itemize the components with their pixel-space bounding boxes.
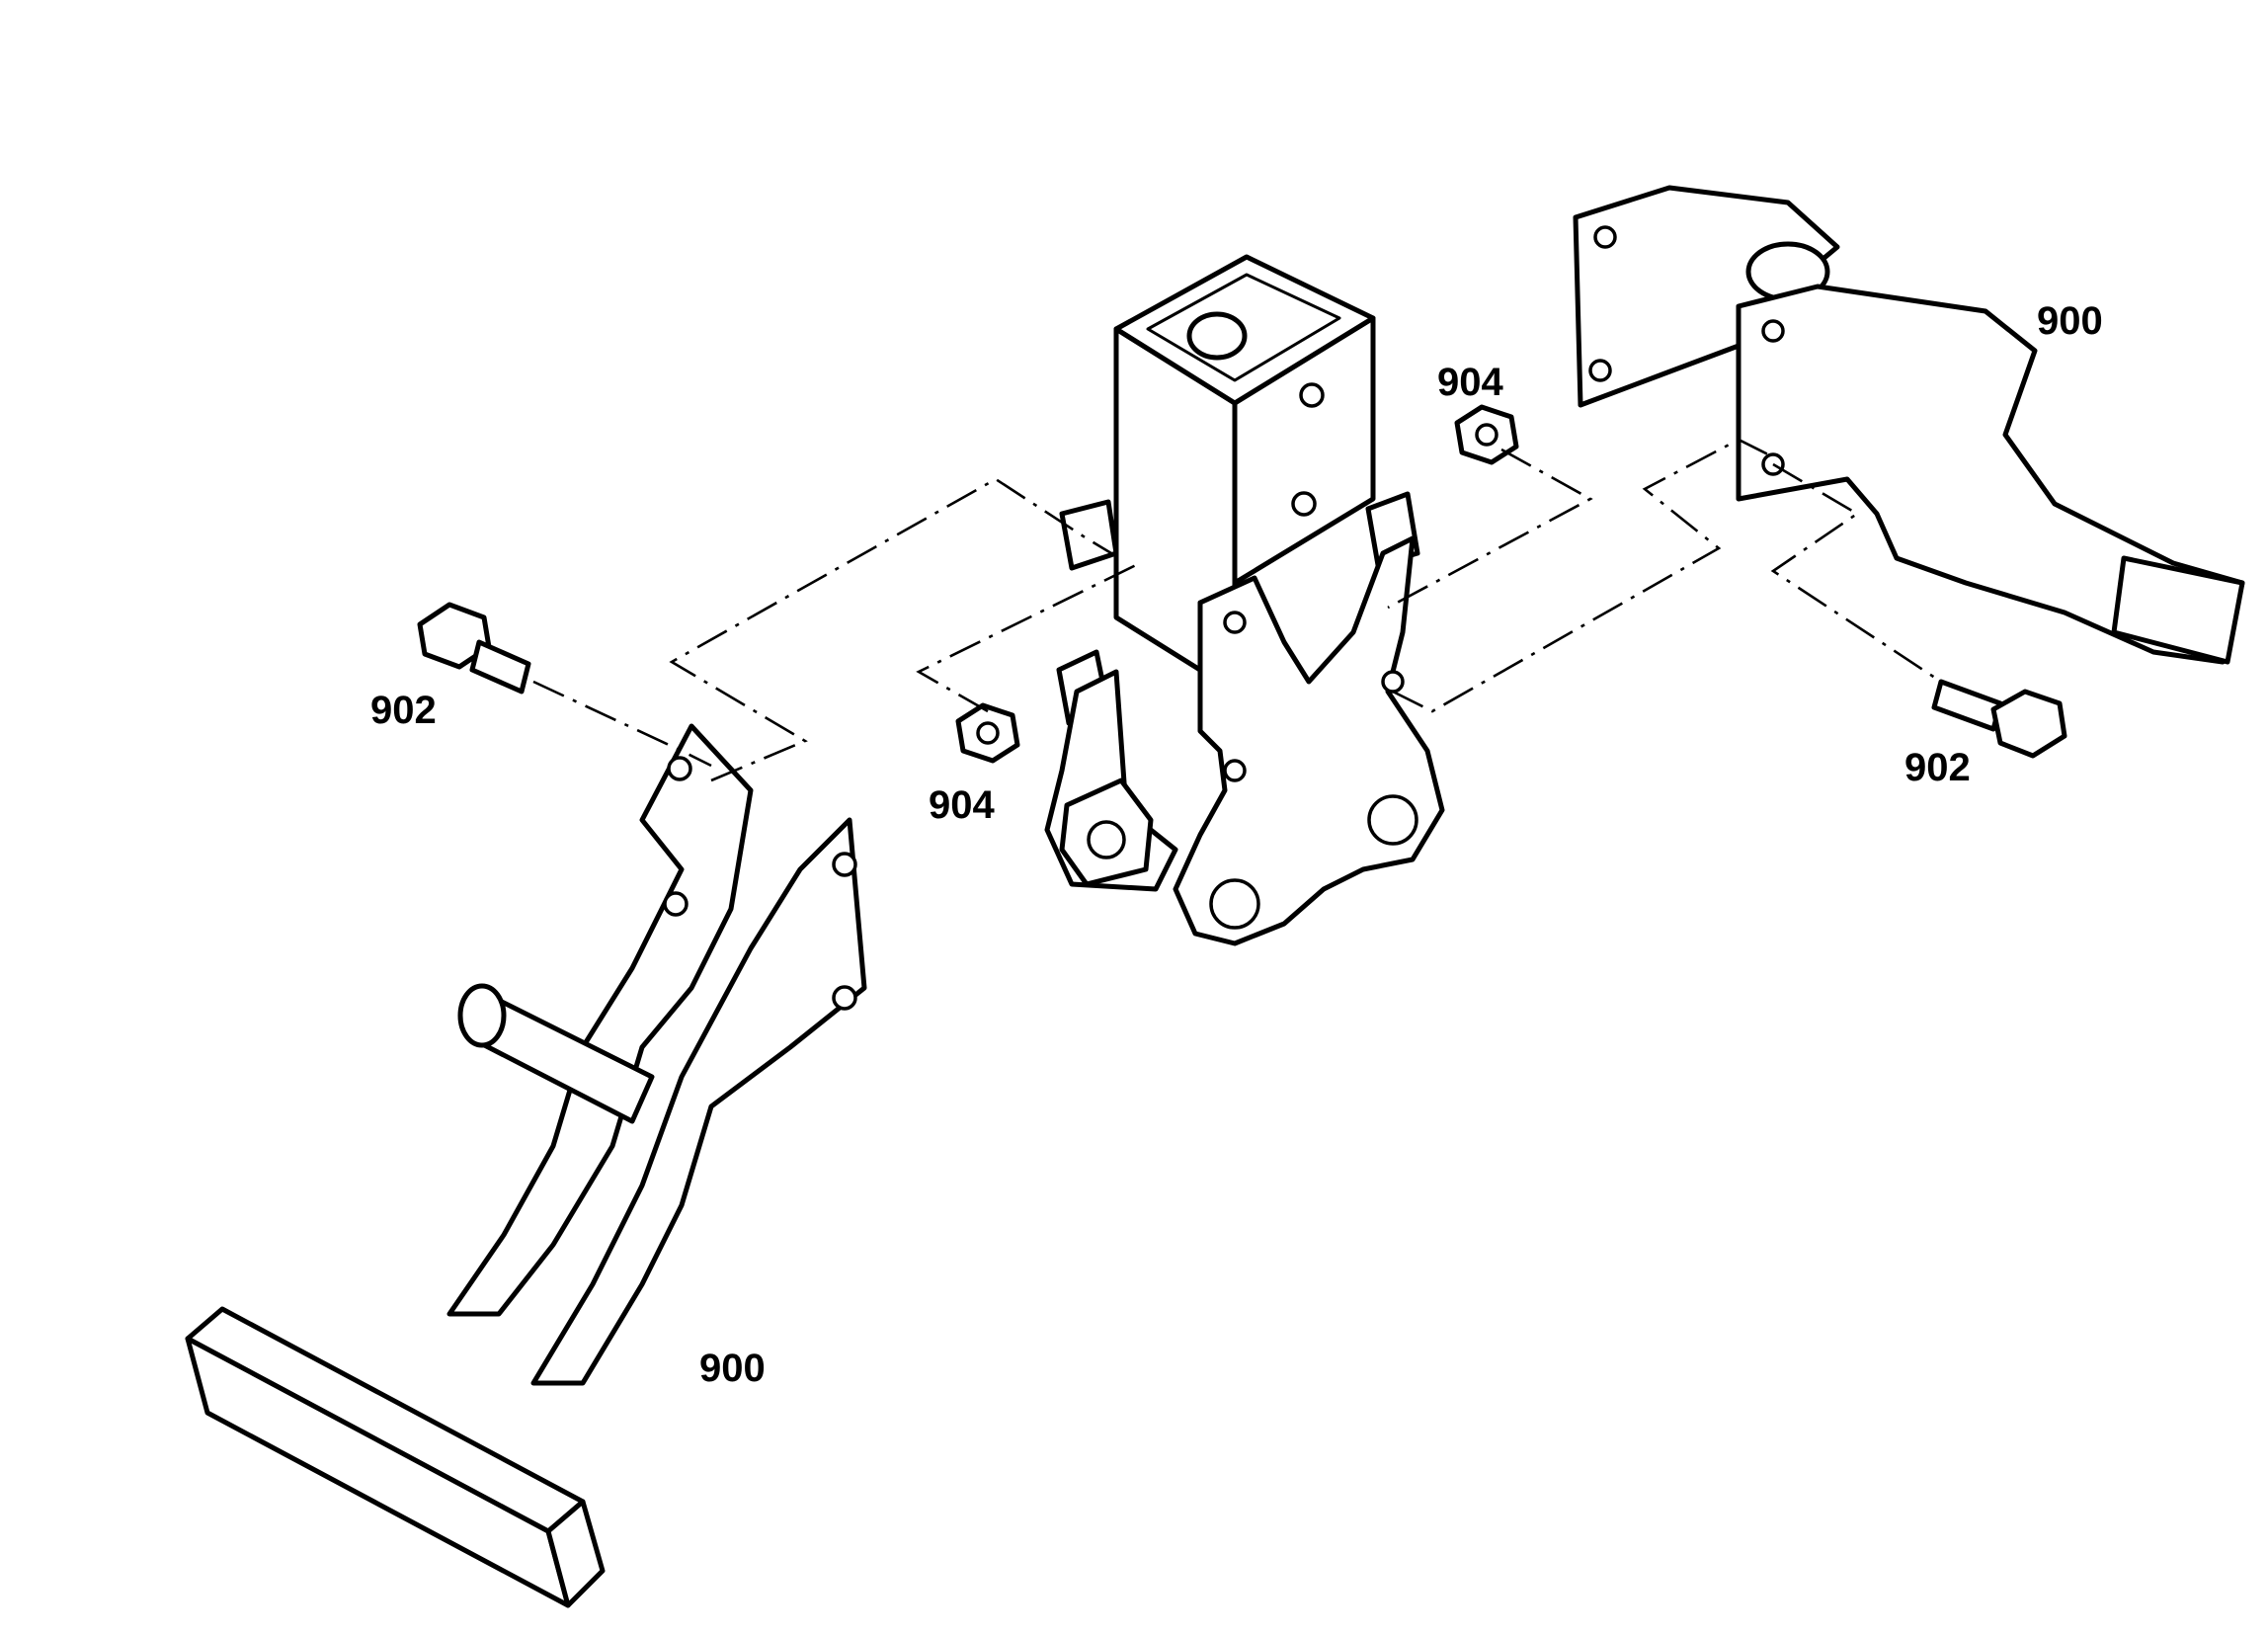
swing-plate-hole-3 — [1381, 670, 1405, 694]
nut-904-upper — [1454, 404, 1519, 465]
lug-hole — [1087, 820, 1126, 859]
swing-plate-pivot-2 — [1209, 878, 1260, 930]
upper-nut-bore — [1475, 423, 1498, 447]
lower-nut-bore — [976, 721, 1000, 745]
tube-inner-opening — [1146, 273, 1341, 382]
assembly-leader-lines — [532, 438, 1942, 782]
left-arm-hole-4 — [832, 985, 857, 1011]
leader-upper-nut — [1387, 448, 1593, 610]
leader-left-arm-to-bracket — [669, 477, 1112, 782]
right-arm-channel-end — [2111, 555, 2245, 665]
tube-inner-roller — [1186, 311, 1248, 361]
nut-904-lower — [955, 702, 1020, 764]
callout-labels: 900 900 902 902 904 904 — [370, 299, 2103, 1390]
left-arm-shaft-end — [457, 983, 507, 1048]
callout-904-lower-nut: 904 — [929, 783, 995, 827]
callout-902-right-bolt: 902 — [1904, 746, 1971, 789]
right-arm-front-hole-1 — [1761, 319, 1785, 343]
callout-902-left-bolt: 902 — [370, 689, 437, 732]
center-bracket-assembly — [1044, 254, 1445, 946]
left-arm-assembly — [185, 723, 867, 1608]
leader-left-bolt — [532, 680, 712, 768]
tube-hole-1 — [1299, 382, 1325, 408]
swing-plate-hole-2 — [1223, 759, 1247, 782]
left-arm-front-plate — [530, 817, 867, 1386]
right-swing-plate — [1173, 535, 1445, 946]
bolt-902-right — [1931, 679, 2067, 759]
leader-right-arm-to-bracket — [1392, 438, 1769, 713]
tube-hole-2 — [1291, 491, 1317, 517]
leader-right-arm-lower — [1770, 462, 1942, 684]
left-arm-rear-plate — [446, 723, 754, 1317]
bolt-902-left — [417, 602, 531, 695]
left-arm-foot-bar-end — [545, 1499, 606, 1608]
left-arm-hole-2 — [663, 891, 688, 917]
right-arm-assembly — [1573, 185, 2245, 665]
callout-904-upper-nut: 904 — [1437, 361, 1503, 404]
swing-plate-pivot-1 — [1367, 794, 1418, 846]
callout-900-left-arm: 900 — [699, 1347, 766, 1390]
left-arm-hole-3 — [832, 852, 857, 877]
left-bolt-shank — [469, 639, 531, 695]
right-bolt-head — [1990, 689, 2067, 759]
left-mounting-ear — [1059, 499, 1119, 571]
right-arm-rear-hole-2 — [1588, 359, 1612, 382]
swing-plate-hole-1 — [1223, 611, 1247, 634]
callout-900-right-arm: 900 — [2037, 299, 2103, 343]
right-bolt-shank — [1931, 679, 2003, 732]
left-arm-hole-1 — [667, 756, 692, 781]
right-arm-rear-hole-1 — [1593, 225, 1617, 249]
leader-lower-nut — [916, 563, 1137, 713]
